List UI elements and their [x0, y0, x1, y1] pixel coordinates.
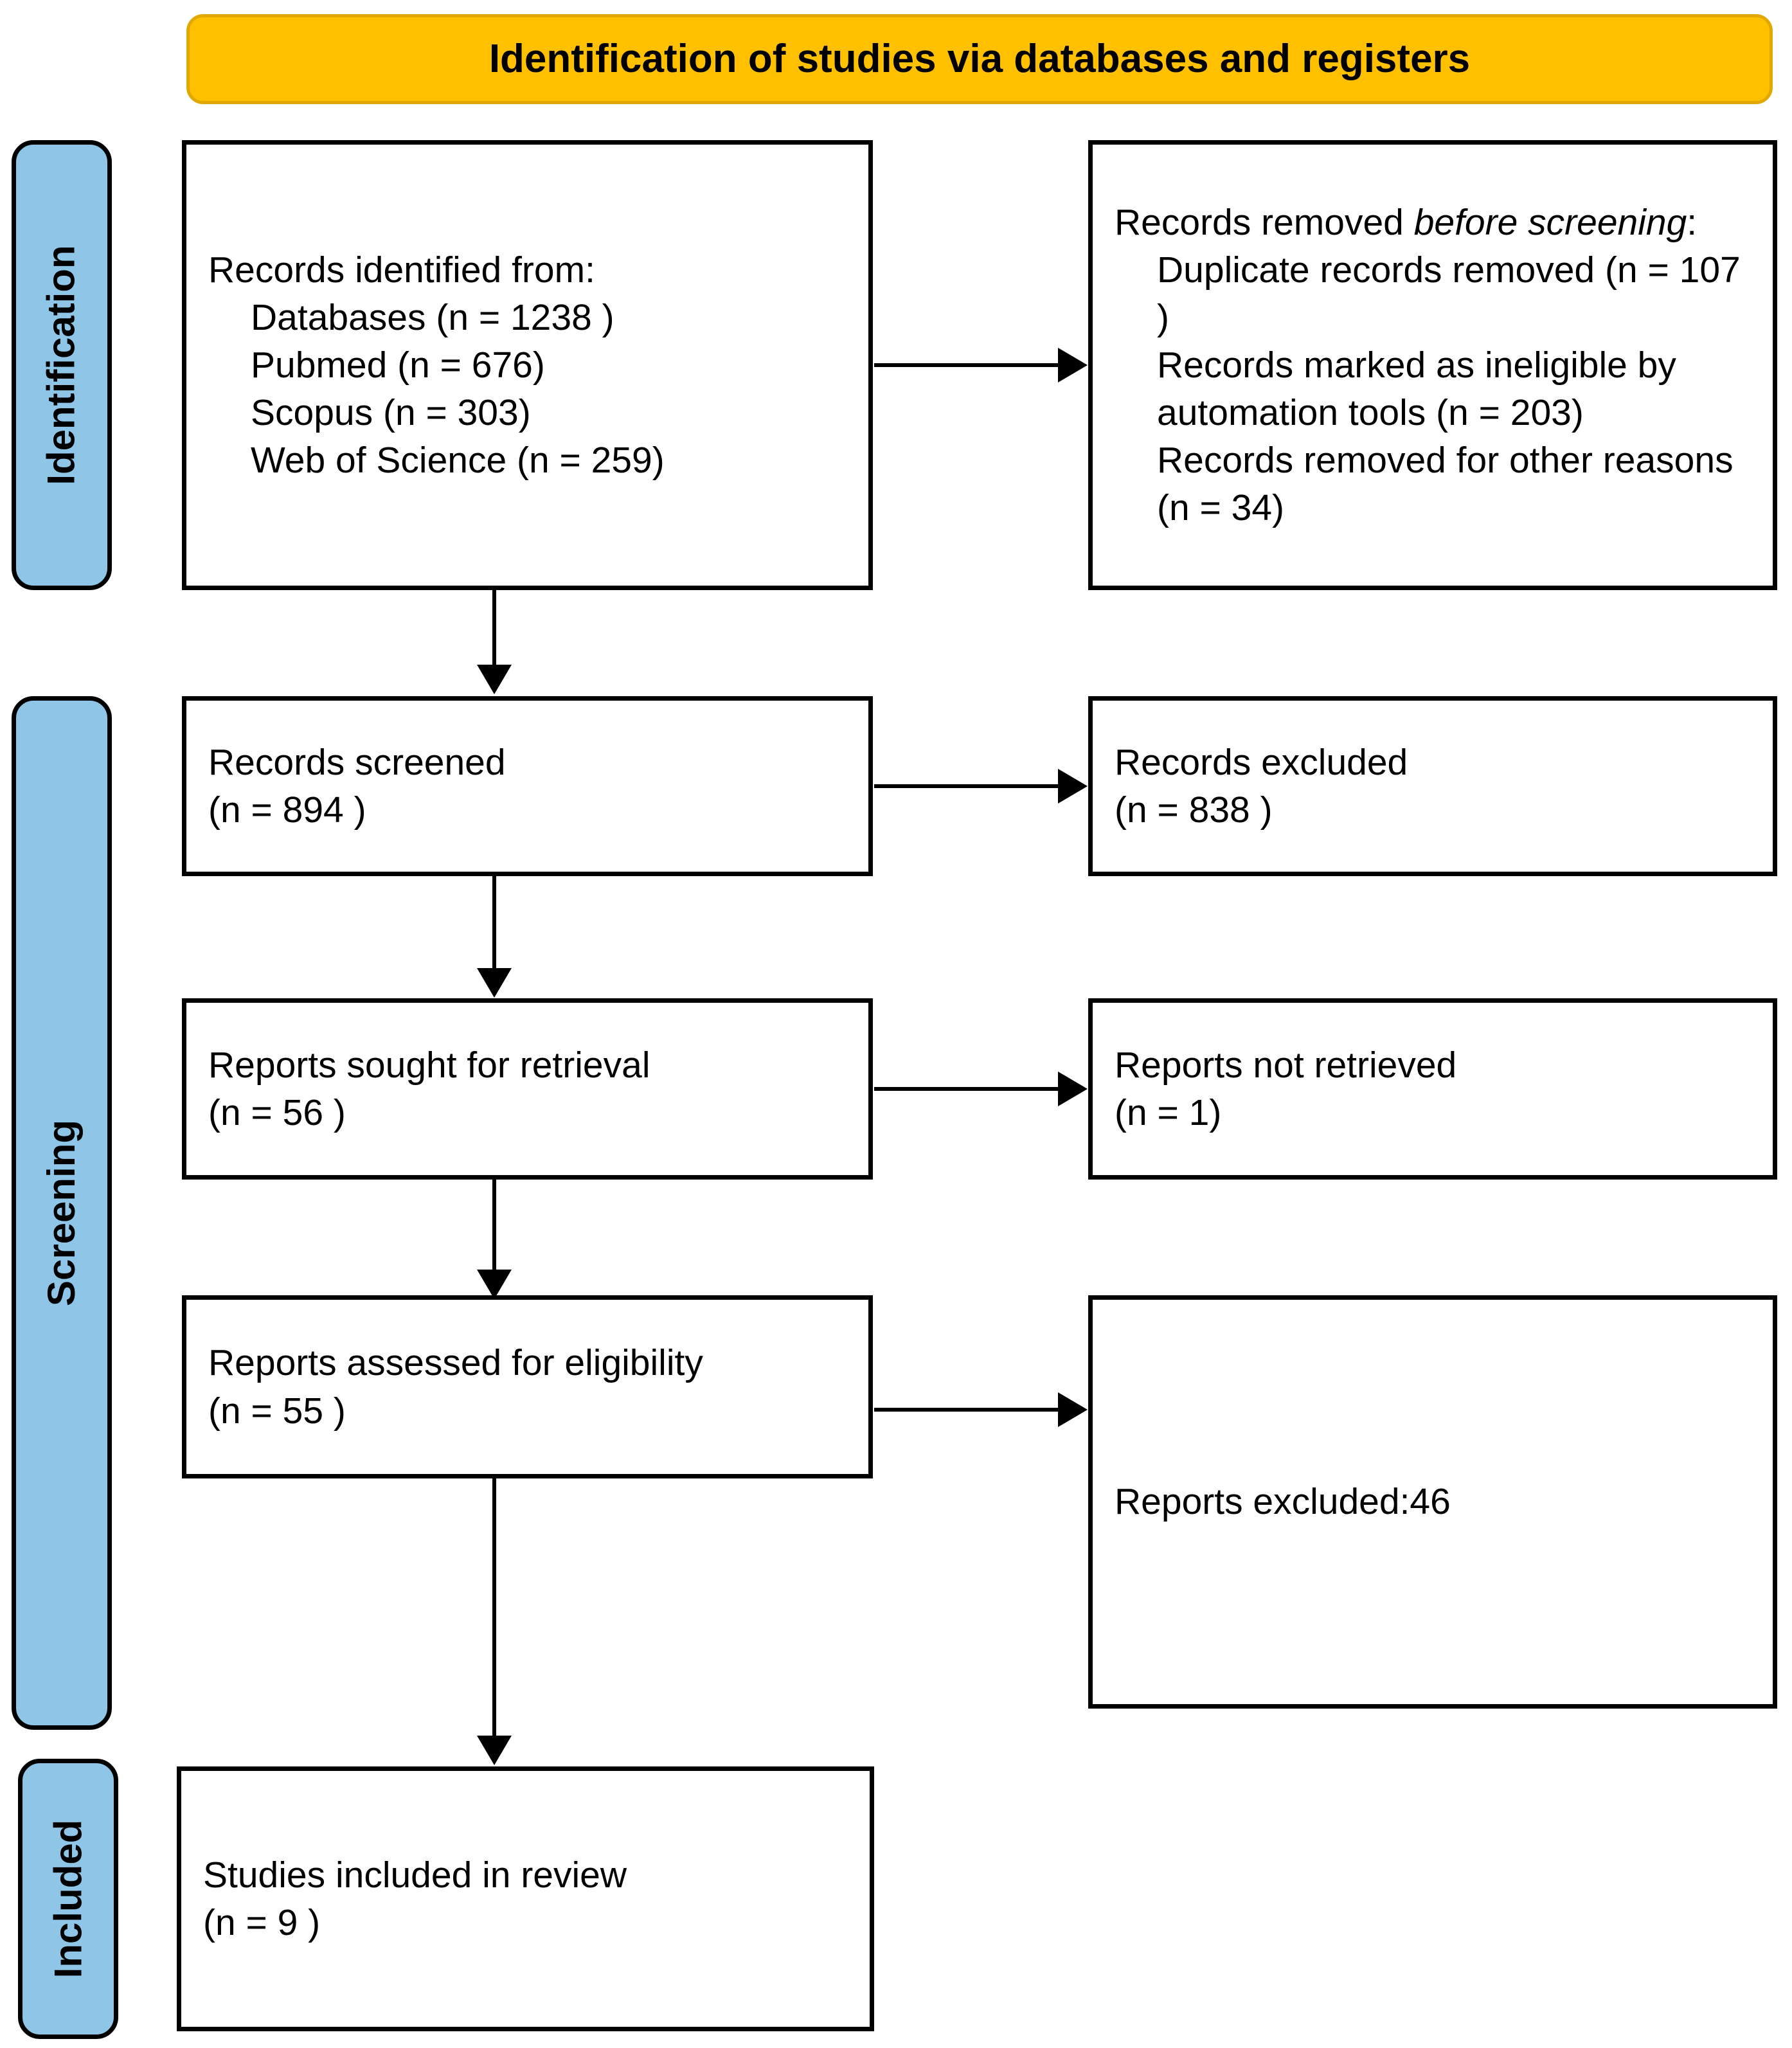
phase-label-included: Included: [46, 1819, 89, 1979]
arrowhead-screened-to-excluded: [1058, 769, 1088, 804]
studies-included-count: (n = 9 ): [203, 1902, 321, 1943]
box-reports-assessed-for-eligibility: Reports assessed for eligibility (n = 55…: [182, 1295, 873, 1478]
reports-excluded-label: Reports excluded:46: [1115, 1481, 1451, 1523]
records-removed-heading: Records removed before screening:: [1115, 199, 1751, 246]
records-removed-item-other-reasons: Records removed for other reasons (n = 3…: [1157, 440, 1734, 529]
connector-assessed-to-included: [492, 1478, 496, 1756]
connector-identified-to-removed: [874, 363, 1059, 367]
records-removed-item-duplicates: Duplicate records removed (n = 107 ): [1157, 249, 1741, 338]
records-identified-heading: Records identified from:: [208, 249, 595, 291]
records-removed-item-automation-ineligible: Records marked as ineligible by automati…: [1157, 344, 1676, 434]
arrowhead-screened-to-sought: [477, 968, 512, 998]
reports-not-retrieved-count: (n = 1): [1115, 1092, 1222, 1133]
banner-title: Identification of studies via databases …: [488, 36, 1471, 81]
connector-assessed-to-excluded: [874, 1408, 1059, 1412]
arrowhead-identified-to-removed: [1058, 348, 1088, 382]
connector-screened-to-sought: [492, 876, 496, 969]
box-reports-sought-for-retrieval: Reports sought for retrieval (n = 56 ): [182, 998, 873, 1180]
records-identified-item-web-of-science: Web of Science (n = 259): [251, 440, 665, 481]
box-reports-not-retrieved: Reports not retrieved (n = 1): [1088, 998, 1777, 1180]
reports-assessed-label: Reports assessed for eligibility: [208, 1342, 703, 1384]
phase-bar-included: Included: [18, 1759, 118, 2039]
records-excluded-count: (n = 838 ): [1115, 789, 1273, 831]
records-removed-heading-plain: Records removed: [1115, 201, 1414, 243]
connector-sought-to-assessed: [492, 1180, 496, 1271]
records-identified-item-pubmed: Pubmed (n = 676): [251, 344, 545, 386]
phase-label-identification: Identification: [40, 245, 83, 485]
records-excluded-label: Records excluded: [1115, 741, 1408, 783]
box-records-identified: Records identified from: Databases (n = …: [182, 140, 873, 590]
reports-not-retrieved-label: Reports not retrieved: [1115, 1044, 1457, 1086]
reports-assessed-count: (n = 55 ): [208, 1390, 346, 1432]
box-records-removed-before-screening: Records removed before screening: Duplic…: [1088, 140, 1777, 590]
connector-sought-to-not-retrieved: [874, 1087, 1059, 1091]
phase-label-screening: Screening: [40, 1119, 84, 1307]
arrowhead-identified-to-screened: [477, 665, 512, 694]
box-studies-included-in-review: Studies included in review (n = 9 ): [177, 1766, 874, 2031]
records-screened-count: (n = 894 ): [208, 789, 366, 831]
records-removed-heading-colon: :: [1687, 201, 1698, 243]
reports-sought-count: (n = 56 ): [208, 1092, 346, 1133]
box-records-screened: Records screened (n = 894 ): [182, 696, 873, 876]
phase-bar-identification: Identification: [12, 140, 112, 590]
arrowhead-assessed-to-included: [477, 1736, 512, 1765]
records-identified-item-databases: Databases (n = 1238 ): [251, 296, 614, 338]
reports-sought-label: Reports sought for retrieval: [208, 1044, 650, 1086]
records-removed-heading-italic: before screening: [1413, 201, 1687, 243]
arrowhead-sought-to-not-retrieved: [1058, 1072, 1088, 1106]
banner-identification-studies: Identification of studies via databases …: [186, 14, 1773, 104]
box-reports-excluded: Reports excluded:46: [1088, 1295, 1777, 1709]
records-screened-label: Records screened: [208, 741, 506, 783]
connector-identified-to-screened: [492, 590, 496, 666]
connector-screened-to-excluded: [874, 784, 1059, 788]
arrowhead-sought-to-assessed: [477, 1270, 512, 1299]
studies-included-label: Studies included in review: [203, 1854, 627, 1896]
arrowhead-assessed-to-excluded: [1058, 1392, 1088, 1427]
phase-bar-screening: Screening: [12, 696, 112, 1730]
box-records-excluded: Records excluded (n = 838 ): [1088, 696, 1777, 876]
records-identified-item-scopus: Scopus (n = 303): [251, 392, 531, 434]
